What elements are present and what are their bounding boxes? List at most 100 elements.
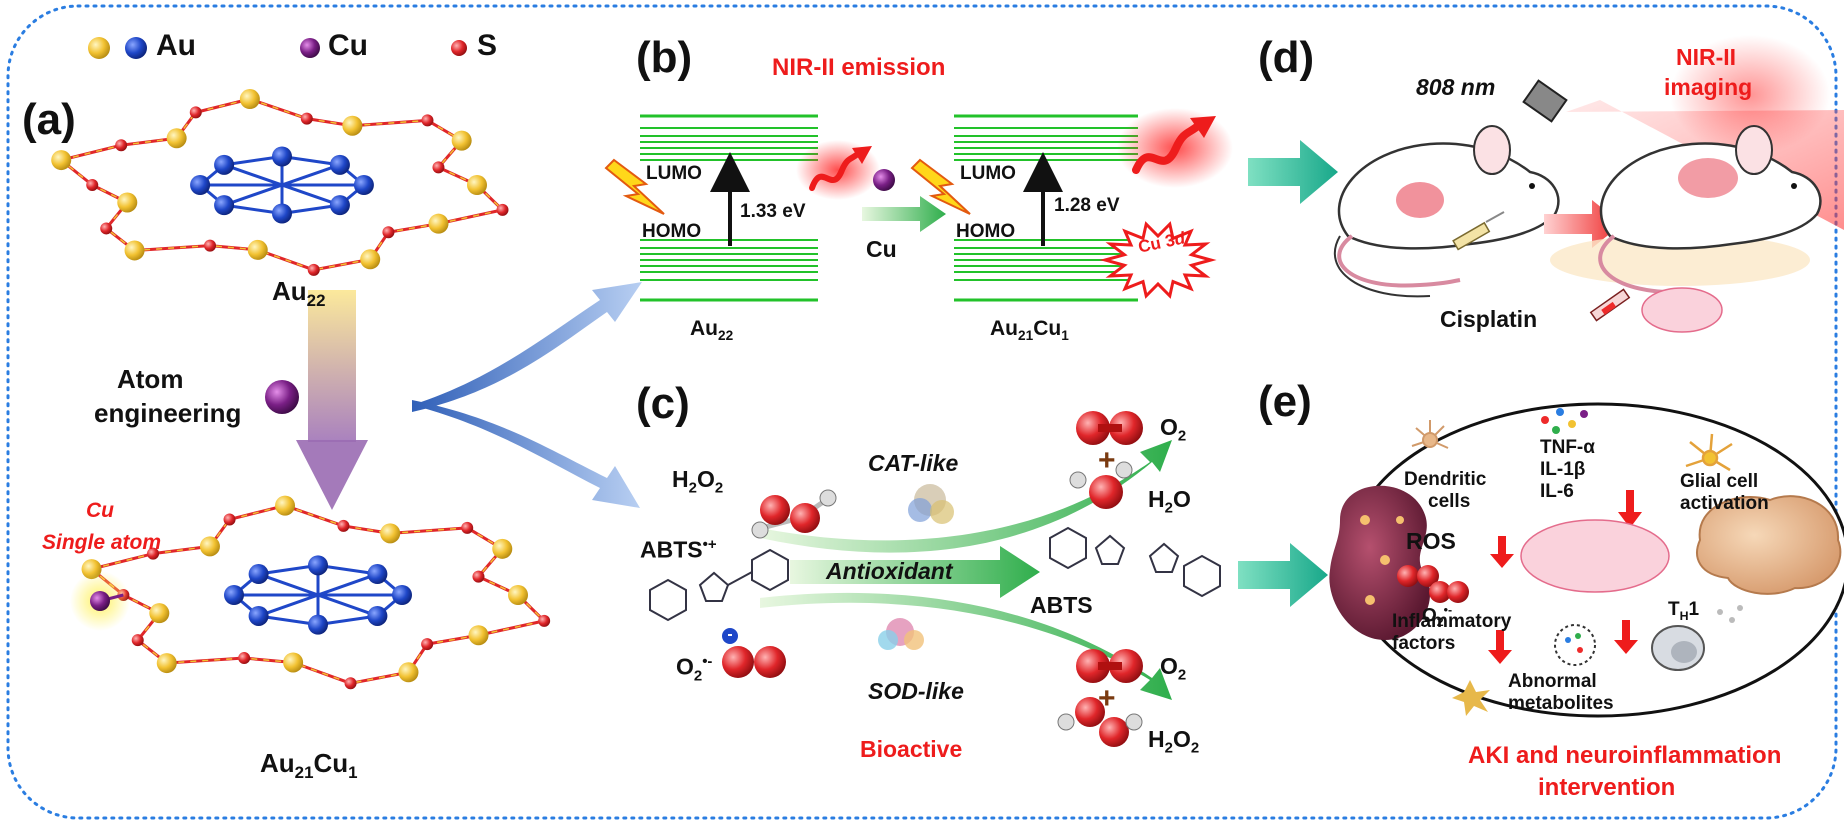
split-arrow [412,282,642,508]
cytokine-il6: IL-6 [1540,481,1574,502]
bioactive-label: Bioactive [860,736,963,762]
nanocluster-treatment-icon [1520,519,1670,593]
abts-radical-structure [649,548,789,622]
legend-au-gold-atom [88,37,110,59]
ros-molecules-icon [1397,565,1469,603]
o2-bottom-label: O2 [1160,653,1187,684]
au22-label: Au22 [272,276,326,311]
single-atom-line1: Cu [86,499,114,522]
homo-left: HOMO [642,221,702,242]
o2-top-label: O2 [1160,414,1187,445]
cat-like-label: CAT-like [868,450,959,476]
o2-radical-label: O2•- [1422,603,1453,630]
abts-structure [1049,526,1221,598]
abts-radical-label: ABTS•+ [640,536,717,563]
cytokine-dots-icon [1541,408,1588,434]
ros-label: ROS [1406,528,1456,554]
panel-a-letter: (a) [22,95,76,144]
sod-enzyme-icon [878,618,924,650]
legend-au-blue-atom [125,37,147,59]
antioxidant-label: Antioxidant [826,558,953,584]
nanocluster-dose-icon [1641,287,1723,333]
cu-3d-burst [1099,221,1217,299]
down-arrows [1488,490,1642,664]
cu-atom-icon [265,380,299,414]
energy-diagram-au21cu1 [954,114,1138,302]
h2o-molecule [1069,461,1133,509]
cu-dopant-label: Cu [866,236,897,262]
panel-d-letter: (d) [1258,33,1315,82]
brain-icon [1696,495,1842,595]
legend [88,37,467,59]
nir-ii-emission-title: NIR-II emission [772,54,946,81]
legend-au-label: Au [156,29,196,62]
antioxidant-arrow [790,546,1040,598]
h2o2-molecule-left [751,489,837,539]
h2o2-left-label: H2O2 [672,466,724,497]
to-imaging-arrow [1248,140,1338,204]
intervention-line2: intervention [1538,774,1676,801]
th1-cell-icon [1651,605,1743,671]
cytokine-tnf: TNF-α [1540,437,1595,458]
panel-c-letter: (c) [636,379,690,428]
catalase-enzyme-icon [908,484,954,524]
atom-engineering-line1: Atom [117,364,184,394]
o2-molecule-bottom [1076,649,1143,683]
au21cu1-label: Au21Cu1 [260,748,358,783]
lumo-right: LUMO [960,163,1016,184]
abnormal-line1: Abnormal [1508,671,1597,692]
mouse-right [1550,125,1822,295]
superoxide-molecule [722,628,786,678]
dendritic-line2: cells [1428,491,1471,512]
au21cu1-cluster [70,495,551,690]
atom-engineering-arrow [296,290,368,510]
panel-e-letter: (e) [1258,377,1312,426]
au21cu1-band-label: Au21Cu1 [990,317,1069,344]
plus-top: + [1098,444,1116,477]
metabolites-icon [1554,624,1596,666]
h2o-label: H2O [1148,486,1191,517]
dendritic-line1: Dendritic [1404,469,1487,490]
sod-like-label: SOD-like [868,678,964,704]
panel-b-letter: (b) [636,33,693,82]
emission-wave-right-icon [1132,120,1204,174]
glial-line2: activation [1680,493,1769,514]
figure-border [6,4,1838,820]
gap-left-label: 1.33 eV [740,201,806,222]
cat-like-curve-arrow [760,440,1172,553]
syringe-cisplatin-icon [1452,211,1505,251]
homo-right: HOMO [956,221,1016,242]
glial-cell-icon [1685,433,1733,472]
injection-syringe-icon [1589,288,1631,322]
intervention-line1: AKI and neuroinflammation [1468,742,1782,769]
inflammatory-line2: factors [1392,633,1456,654]
legend-s-label: S [477,29,498,62]
dendritic-cell-icon [1411,420,1449,449]
o2-molecule-top [1076,411,1143,445]
lumo-left: LUMO [646,163,702,184]
to-intervention-arrow [1238,543,1328,607]
au22-cluster [51,89,509,276]
superoxide-label: O2•- [676,653,713,685]
sod-like-curve-arrow [760,592,1172,700]
th1-label: TH1 [1668,599,1700,623]
au22-band-label: Au22 [690,317,734,344]
gap-right-label: 1.28 eV [1054,195,1120,216]
abnormal-line2: metabolites [1508,693,1614,714]
single-atom-line2: Single atom [42,531,162,554]
nir-ii-imaging-line2: imaging [1664,74,1753,100]
abts-label: ABTS [1030,592,1093,618]
glial-line1: Glial cell [1680,471,1759,492]
cytokine-il1b: IL-1β [1540,459,1586,480]
laser-device-icon [1522,79,1568,123]
laser-wavelength-label: 808 nm [1416,74,1496,100]
atom-engineering-line2: engineering [94,398,242,428]
h2o2-molecule-right [1057,697,1143,747]
cisplatin-label: Cisplatin [1440,306,1538,332]
cu-dopant-atom [873,169,895,191]
excitation-bolt-right-icon [910,158,971,215]
factor-burst-icon [1452,680,1490,716]
h2o2-right-label: H2O2 [1148,726,1200,757]
legend-cu-atom [300,38,320,58]
